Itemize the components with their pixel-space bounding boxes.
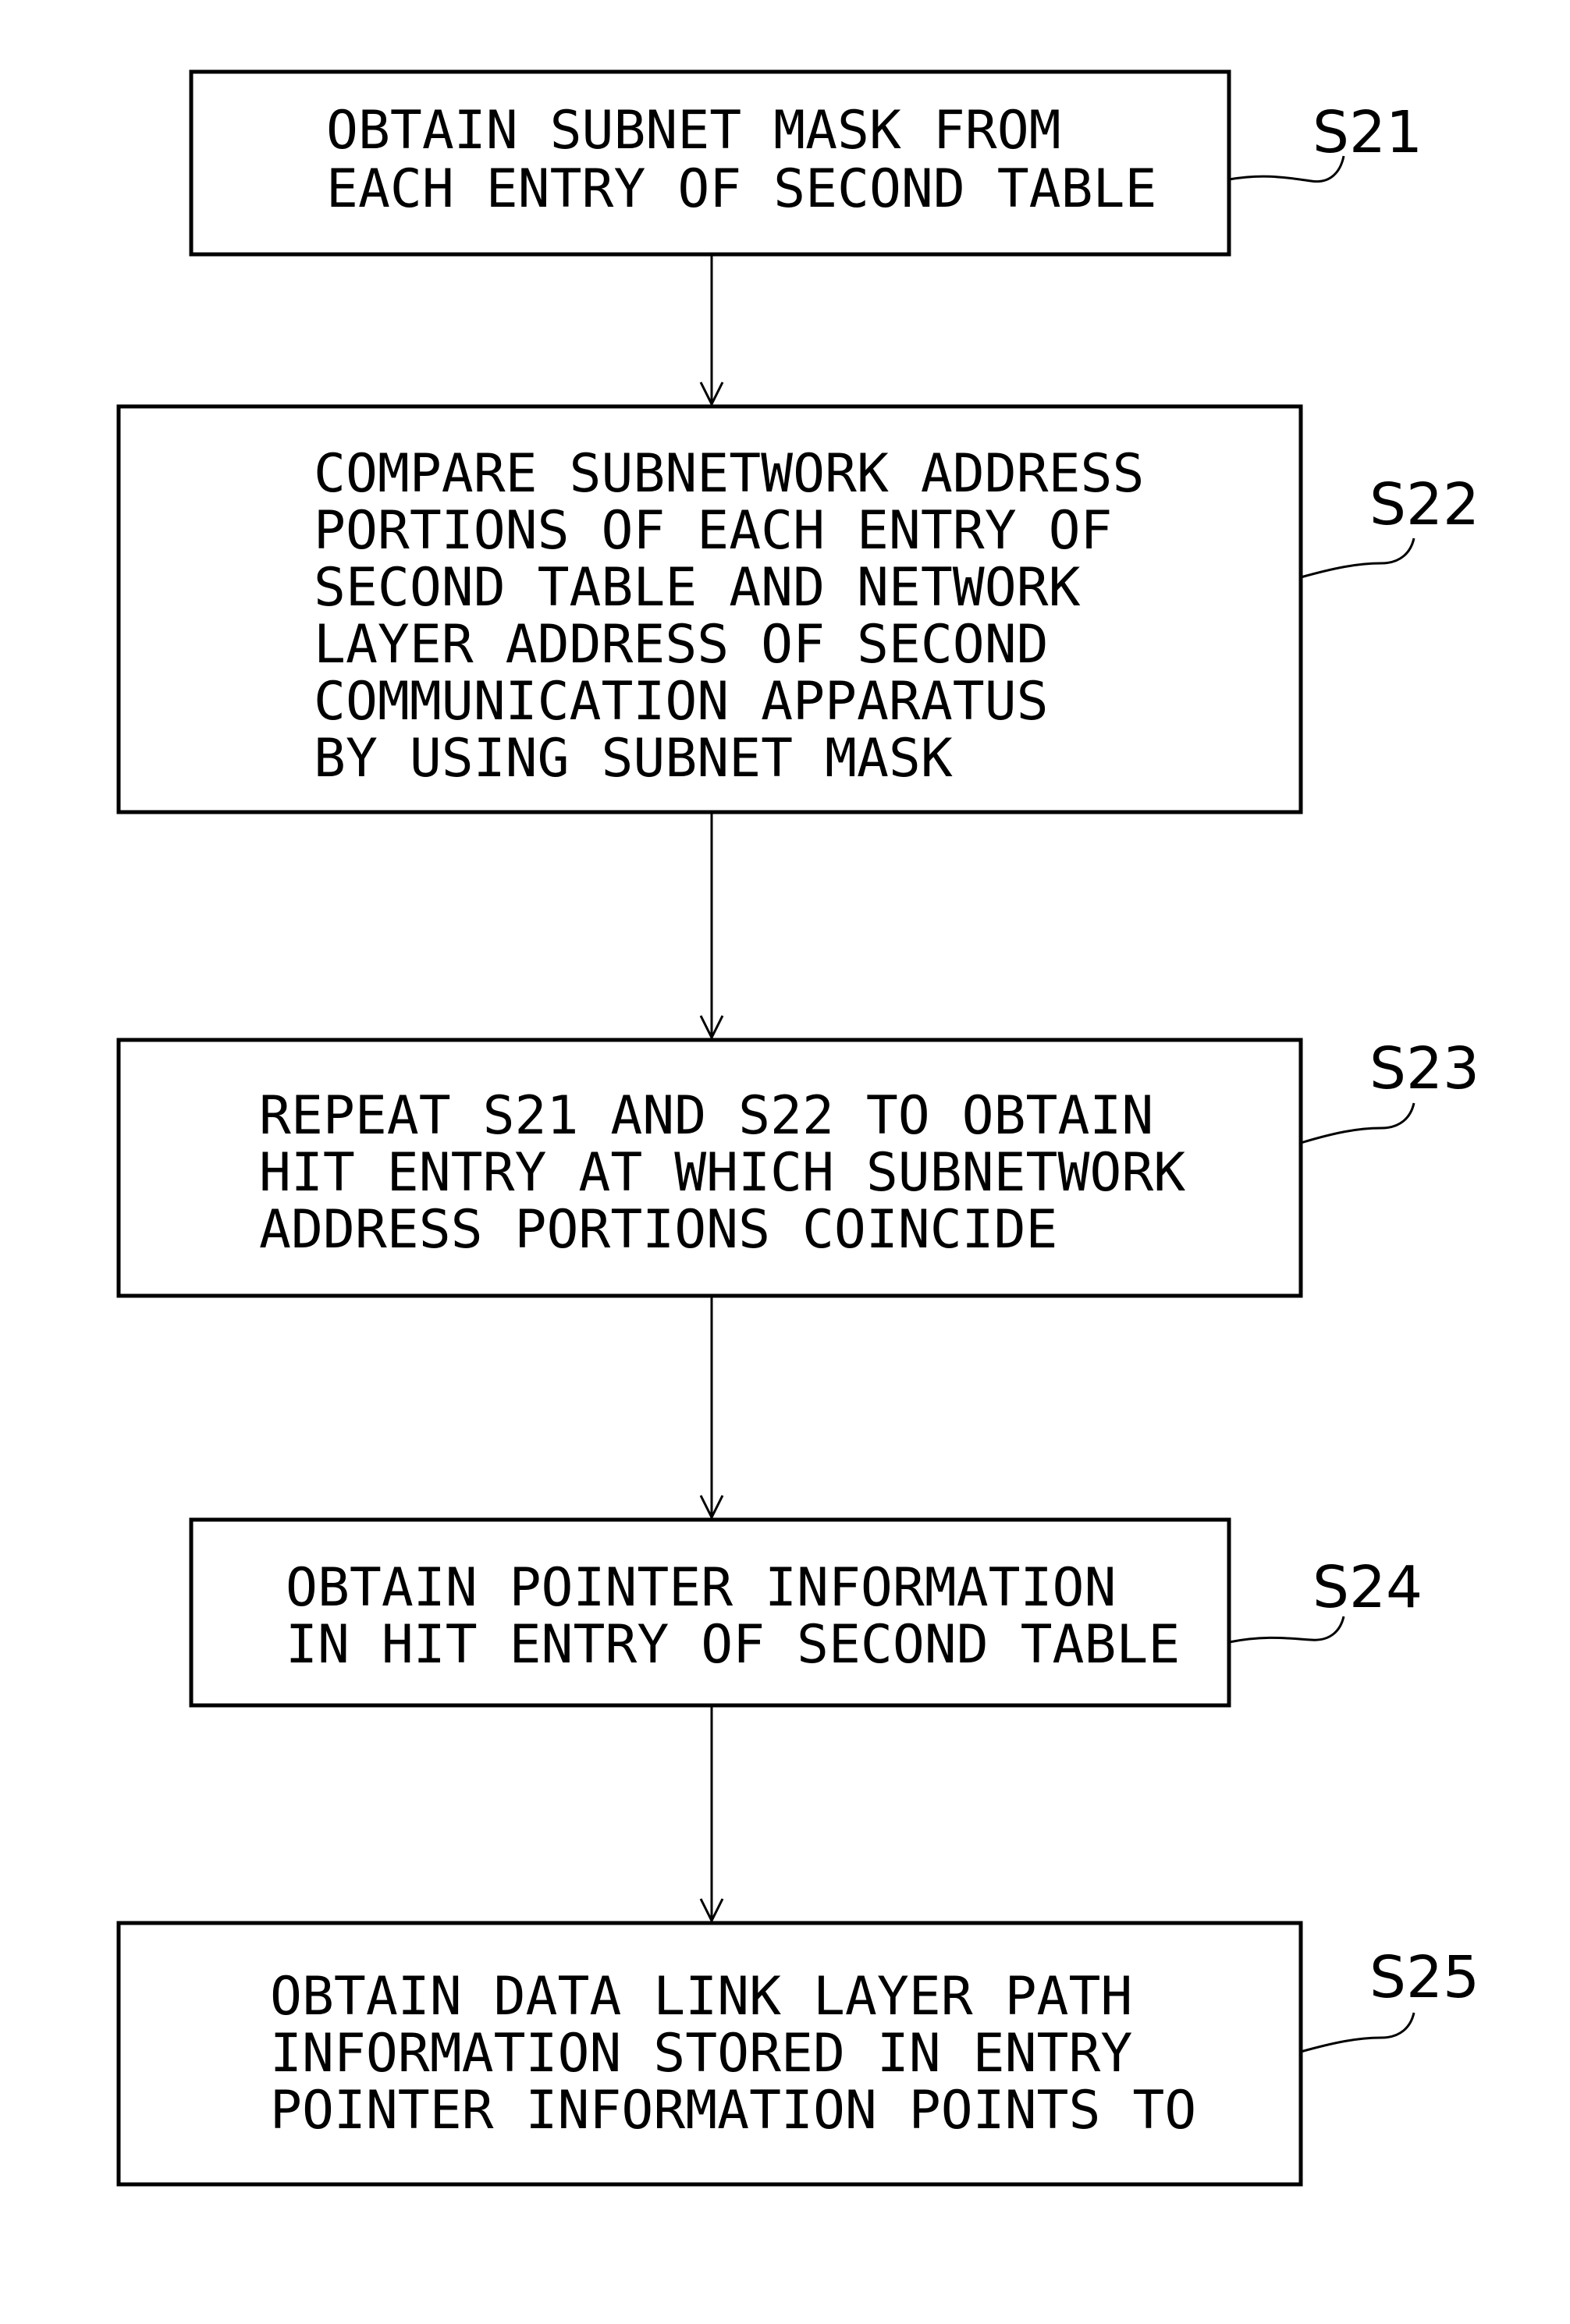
step-s21-box [189, 69, 1231, 257]
step-s21-label: S21 [1312, 99, 1423, 166]
step-s24-line-2: IN HIT ENTRY OF SECOND TABLE [286, 1614, 1180, 1676]
step-s22-label: S22 [1369, 471, 1479, 538]
step-s24: OBTAIN POINTER INFORMATION IN HIT ENTRY … [189, 1517, 1423, 1708]
step-s25-line-1: OBTAIN DATA LINK LAYER PATH [270, 1966, 1132, 2028]
step-s22-line-5: COMMUNICATION APPARATUS [314, 671, 1049, 733]
step-s25-line-3: POINTER INFORMATION POINTS TO [270, 2080, 1196, 2141]
step-s23-line-1: REPEAT S21 AND S22 TO OBTAIN [259, 1085, 1153, 1147]
step-s23-leader [1300, 1102, 1415, 1144]
step-s25-leader [1300, 2012, 1415, 2053]
step-s22-line-6: BY USING SUBNET MASK [314, 728, 953, 789]
step-s22-leader [1300, 538, 1415, 579]
step-s25-box [116, 1921, 1303, 2187]
arrow-s23-s24 [699, 1296, 724, 1520]
step-s25: OBTAIN DATA LINK LAYER PATH INFORMATION … [116, 1921, 1479, 2187]
step-s25-line-2: INFORMATION STORED IN ENTRY [270, 2023, 1132, 2085]
step-s21: OBTAIN SUBNET MASK FROM EACH ENTRY OF SE… [189, 69, 1423, 257]
step-s21-line-1: OBTAIN SUBNET MASK FROM [326, 100, 1061, 161]
step-s22-line-1: COMPARE SUBNETWORK ADDRESS [314, 443, 1144, 505]
step-s24-leader [1228, 1616, 1345, 1644]
step-s22: COMPARE SUBNETWORK ADDRESS PORTIONS OF E… [116, 404, 1479, 814]
step-s22-line-4: LAYER ADDRESS OF SECOND [314, 614, 1049, 676]
step-s22-line-2: PORTIONS OF EACH ENTRY OF [314, 500, 1113, 562]
step-s21-line-2: EACH ENTRY OF SECOND TABLE [326, 158, 1156, 220]
step-s25-label: S25 [1369, 1944, 1479, 2011]
step-s24-box [189, 1517, 1231, 1708]
step-s22-box [116, 404, 1303, 814]
step-s23-box [116, 1038, 1303, 1298]
step-s23-line-2: HIT ENTRY AT WHICH SUBNETWORK [259, 1142, 1185, 1204]
step-s24-line-1: OBTAIN POINTER INFORMATION [286, 1557, 1116, 1619]
step-s21-leader [1228, 155, 1345, 183]
arrow-s22-s23 [699, 812, 724, 1041]
step-s22-line-3: SECOND TABLE AND NETWORK [314, 557, 1081, 619]
step-s23-label: S23 [1369, 1035, 1479, 1102]
step-s24-label: S24 [1312, 1554, 1423, 1621]
step-s23-line-3: ADDRESS PORTIONS COINCIDE [259, 1199, 1058, 1261]
arrow-s21-s22 [699, 254, 724, 407]
step-s23: REPEAT S21 AND S22 TO OBTAIN HIT ENTRY A… [116, 1035, 1479, 1298]
arrow-s24-s25 [699, 1705, 724, 1924]
